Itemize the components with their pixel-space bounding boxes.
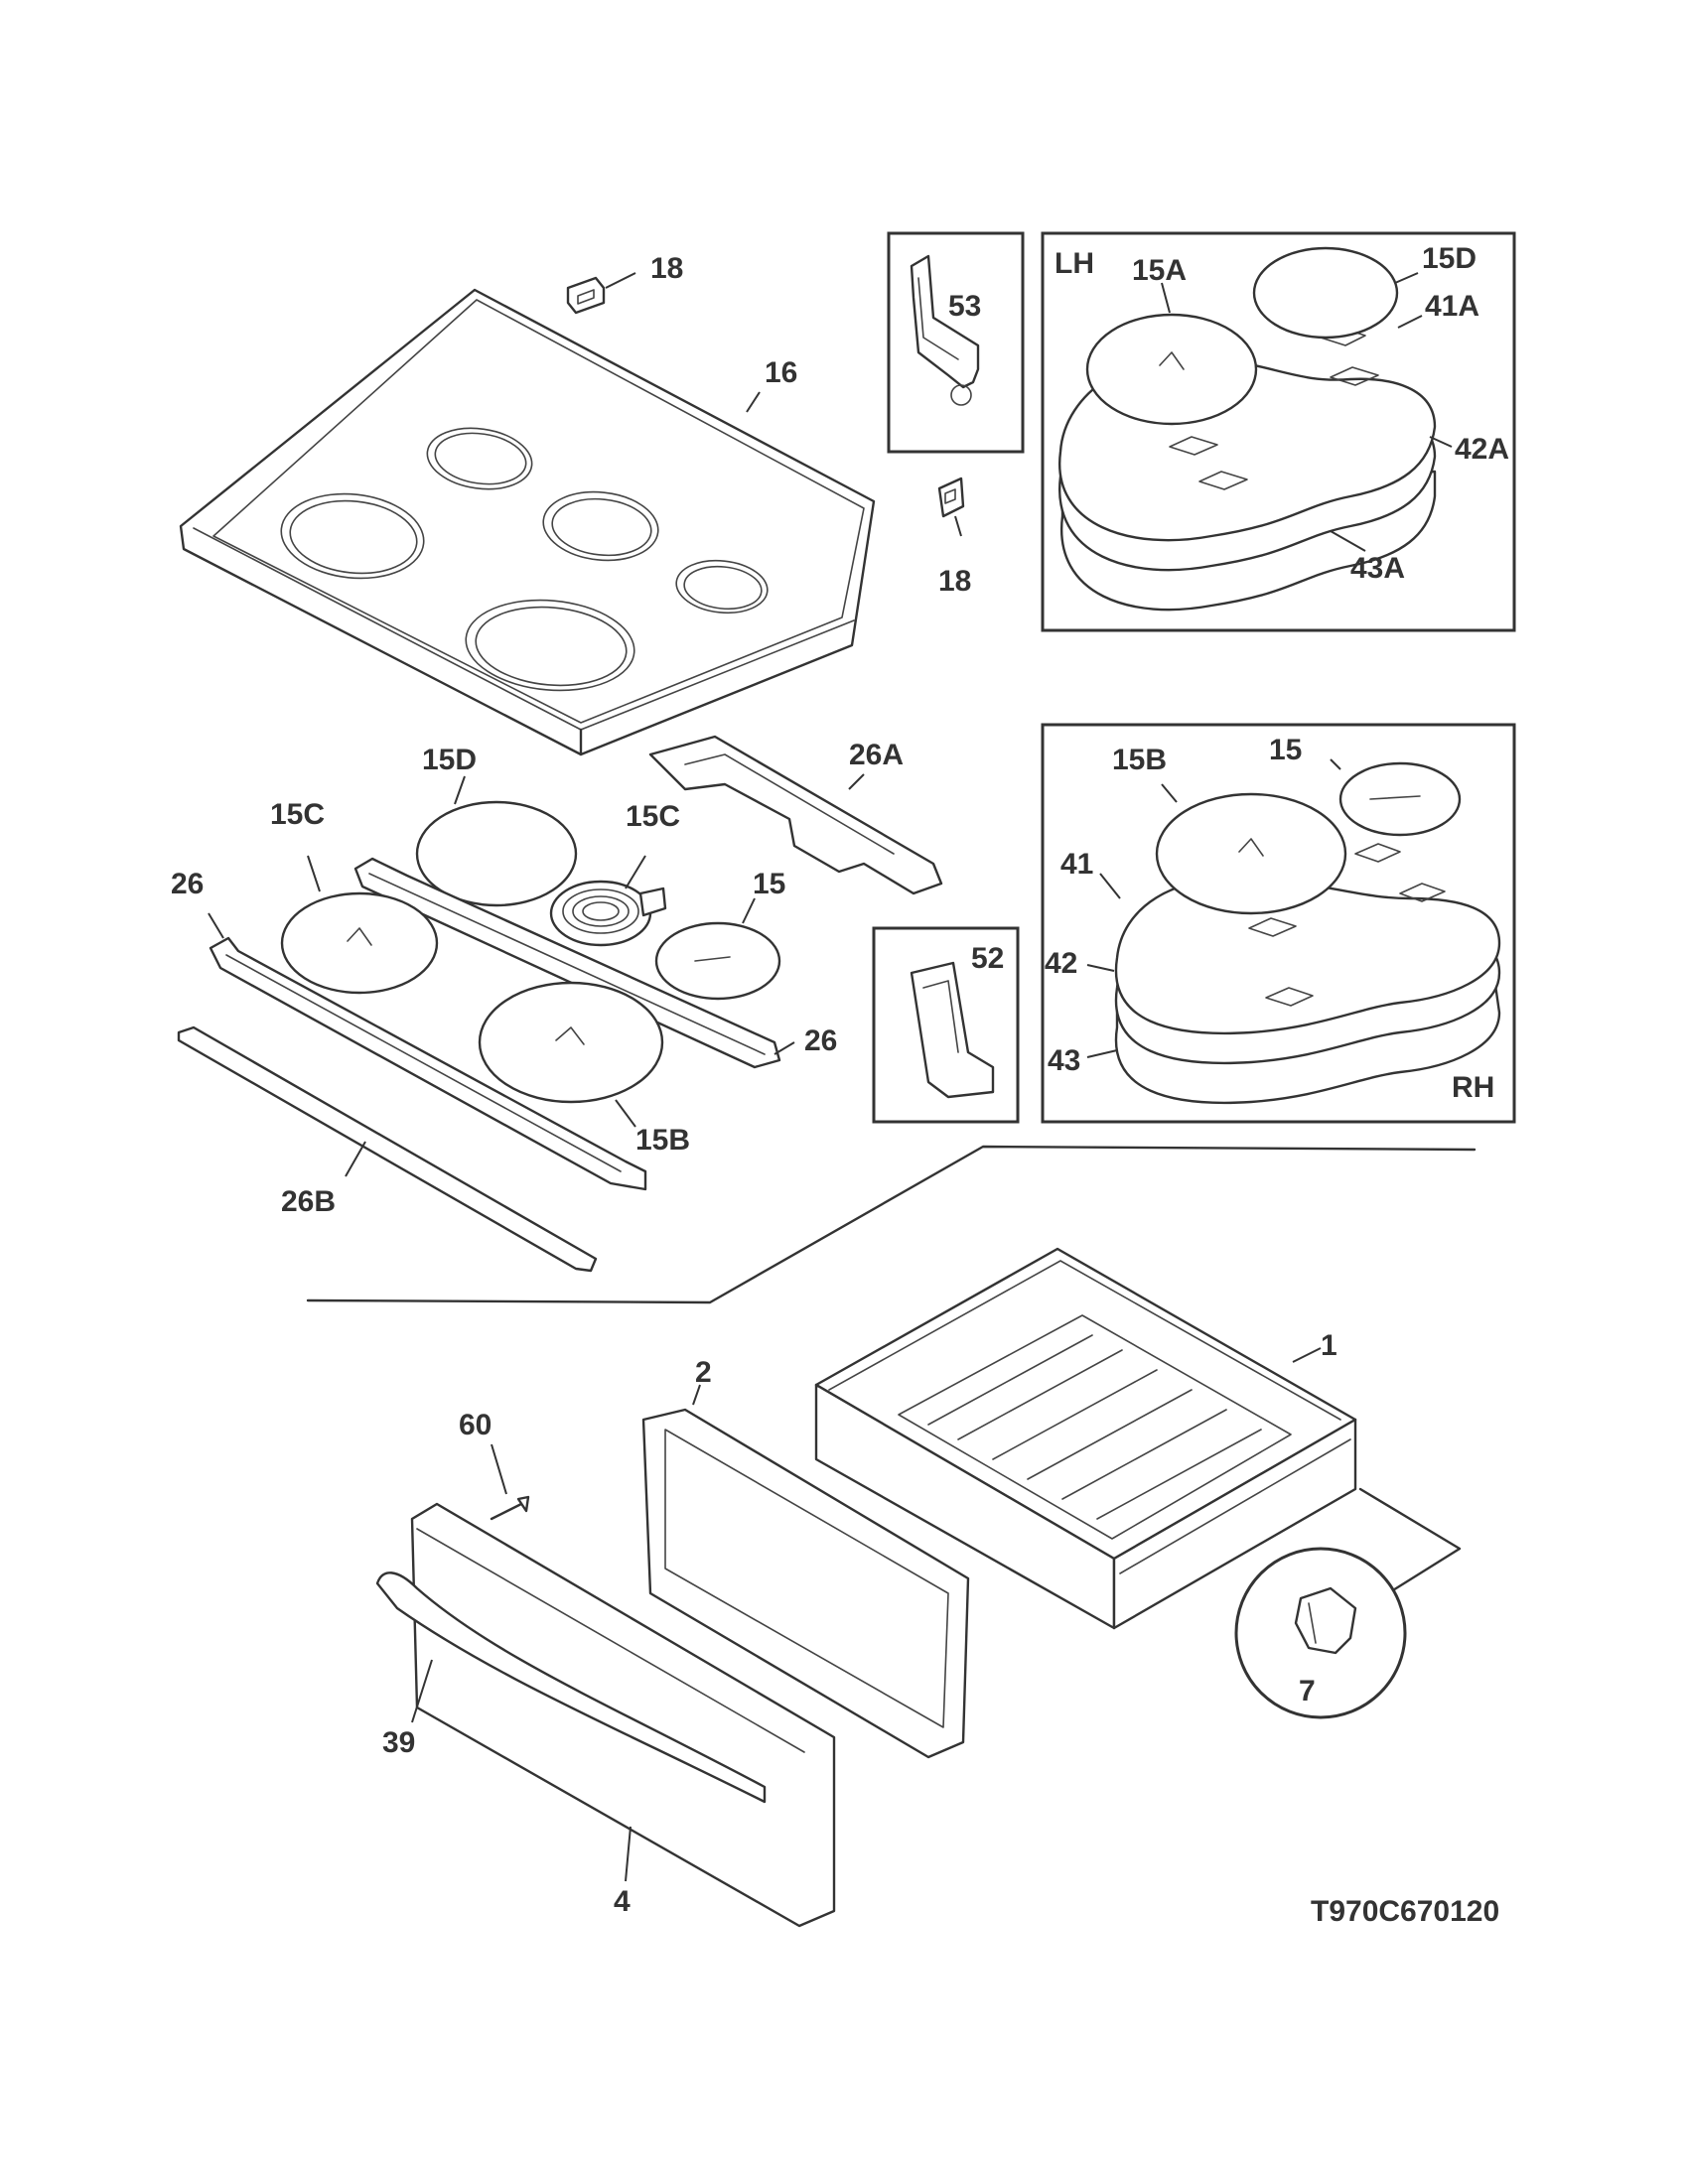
label-26a: 26A [849,739,904,771]
label-15b-rh: 15B [1112,744,1167,776]
section-divider [306,1145,1477,1304]
element-15b [478,981,664,1104]
label-15b: 15B [635,1124,690,1157]
label-41: 41 [1060,848,1093,881]
label-15d: 15D [422,744,477,776]
label-52: 52 [971,942,1004,975]
label-26-left: 26 [171,868,204,900]
label-4: 4 [614,1885,631,1918]
label-rh: RH [1452,1071,1494,1104]
element-15c-left [280,891,439,995]
label-42: 42 [1045,947,1077,980]
drawer-liner [641,1408,970,1759]
part-7-detail [1234,1487,1462,1719]
rh-element-box [1041,723,1516,1124]
label-53: 53 [948,290,981,323]
rail-26b [177,1025,598,1273]
label-18-top: 18 [650,252,683,285]
callout-labels: 18 16 18 53 LH 15A 15D 41A 42A 43A 26A 1… [171,242,1509,1928]
bracket-18-top [566,276,606,315]
label-42a: 42A [1455,433,1509,466]
label-39: 39 [382,1726,415,1759]
label-18-right: 18 [938,565,971,598]
drawer-handle [375,1571,767,1804]
label-16: 16 [765,356,797,389]
bracket-18-right [937,477,965,518]
label-43a: 43A [1350,552,1405,585]
label-26b: 26B [281,1185,336,1218]
lh-element-box [1041,231,1516,632]
diagram-code: T970C670120 [1311,1895,1499,1928]
label-15: 15 [753,868,785,900]
label-1: 1 [1321,1329,1337,1362]
label-60: 60 [459,1409,492,1441]
element-15c-coil [549,880,667,947]
label-15-rh: 15 [1269,734,1302,766]
label-15d-lh: 15D [1422,242,1477,275]
label-15c-coil: 15C [626,800,680,833]
element-15 [654,921,781,1001]
label-15c-left: 15C [270,798,325,831]
label-2: 2 [695,1356,712,1389]
drawer-body [814,1247,1357,1630]
label-7: 7 [1299,1675,1316,1707]
label-41a: 41A [1425,290,1479,323]
bracket-26-lower [209,936,647,1191]
label-43: 43 [1048,1044,1080,1077]
cooktop-glass [179,288,876,756]
bracket-26-upper [353,857,781,1069]
bracket-26a [648,735,943,895]
element-15d [415,800,578,907]
screw-60 [490,1495,530,1521]
label-15a: 15A [1132,254,1187,287]
label-26-right: 26 [804,1024,837,1057]
part-53-box [887,231,1025,454]
label-lh: LH [1055,247,1094,280]
part-52-box [872,926,1020,1124]
